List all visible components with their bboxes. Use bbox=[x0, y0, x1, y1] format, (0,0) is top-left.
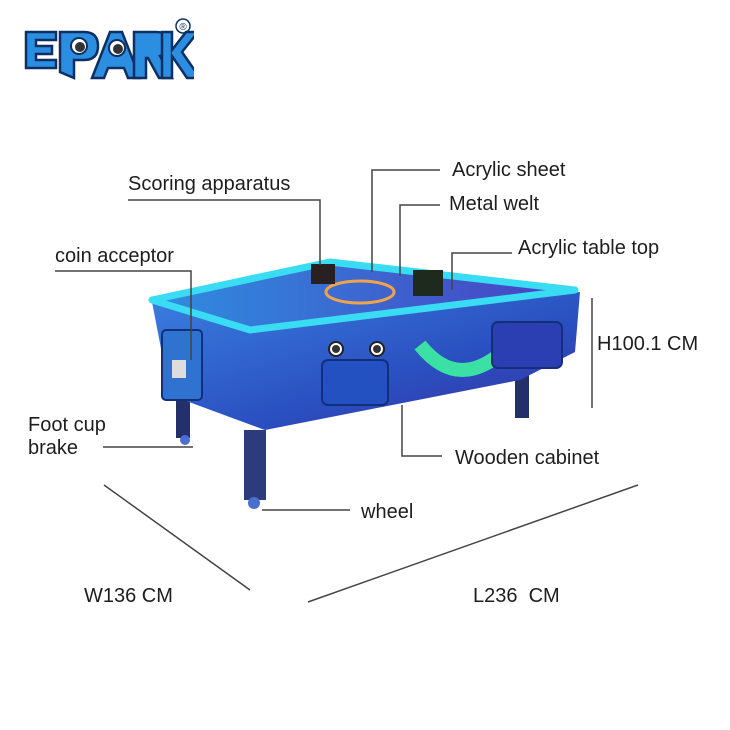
label-foot-cup-brake-line1: Foot cup bbox=[28, 414, 106, 436]
scoring-apparatus-leader bbox=[128, 199, 321, 265]
label-acrylic-table-top: Acrylic table top bbox=[518, 237, 660, 259]
wheel-back-left bbox=[180, 435, 190, 445]
label-scoring-apparatus: Scoring apparatus bbox=[128, 173, 291, 195]
epark-logo: ® bbox=[24, 18, 194, 80]
length-dimension-line bbox=[307, 484, 639, 603]
coin-acceptor-leader bbox=[55, 270, 192, 360]
label-foot-cup-brake-line2: brake bbox=[28, 437, 79, 459]
label-wooden-cabinet: Wooden cabinet bbox=[455, 447, 600, 469]
label-coin-acceptor: coin acceptor bbox=[55, 245, 174, 267]
label-height-dimension: H100.1 CM bbox=[597, 333, 699, 355]
scoring-board-left bbox=[311, 264, 335, 284]
svg-text:®: ® bbox=[179, 22, 187, 33]
acrylic-table-top-leader bbox=[451, 252, 512, 290]
label-metal-welt: Metal welt bbox=[449, 193, 540, 215]
label-wheel: wheel bbox=[361, 501, 414, 523]
width-dimension-line bbox=[103, 484, 251, 591]
scoring-board-right bbox=[413, 270, 443, 296]
acrylic-sheet-leader bbox=[371, 169, 440, 272]
wooden-cabinet-leader bbox=[401, 405, 442, 457]
label-acrylic-sheet: Acrylic sheet bbox=[452, 159, 566, 181]
label-length-dimension: L236 CM bbox=[473, 585, 560, 607]
leg-back-right bbox=[515, 370, 529, 418]
metal-welt-leader bbox=[399, 204, 440, 276]
wheel-front-left bbox=[248, 497, 260, 509]
leg-front-left bbox=[244, 430, 266, 500]
label-width-dimension: W136 CM bbox=[84, 585, 173, 607]
